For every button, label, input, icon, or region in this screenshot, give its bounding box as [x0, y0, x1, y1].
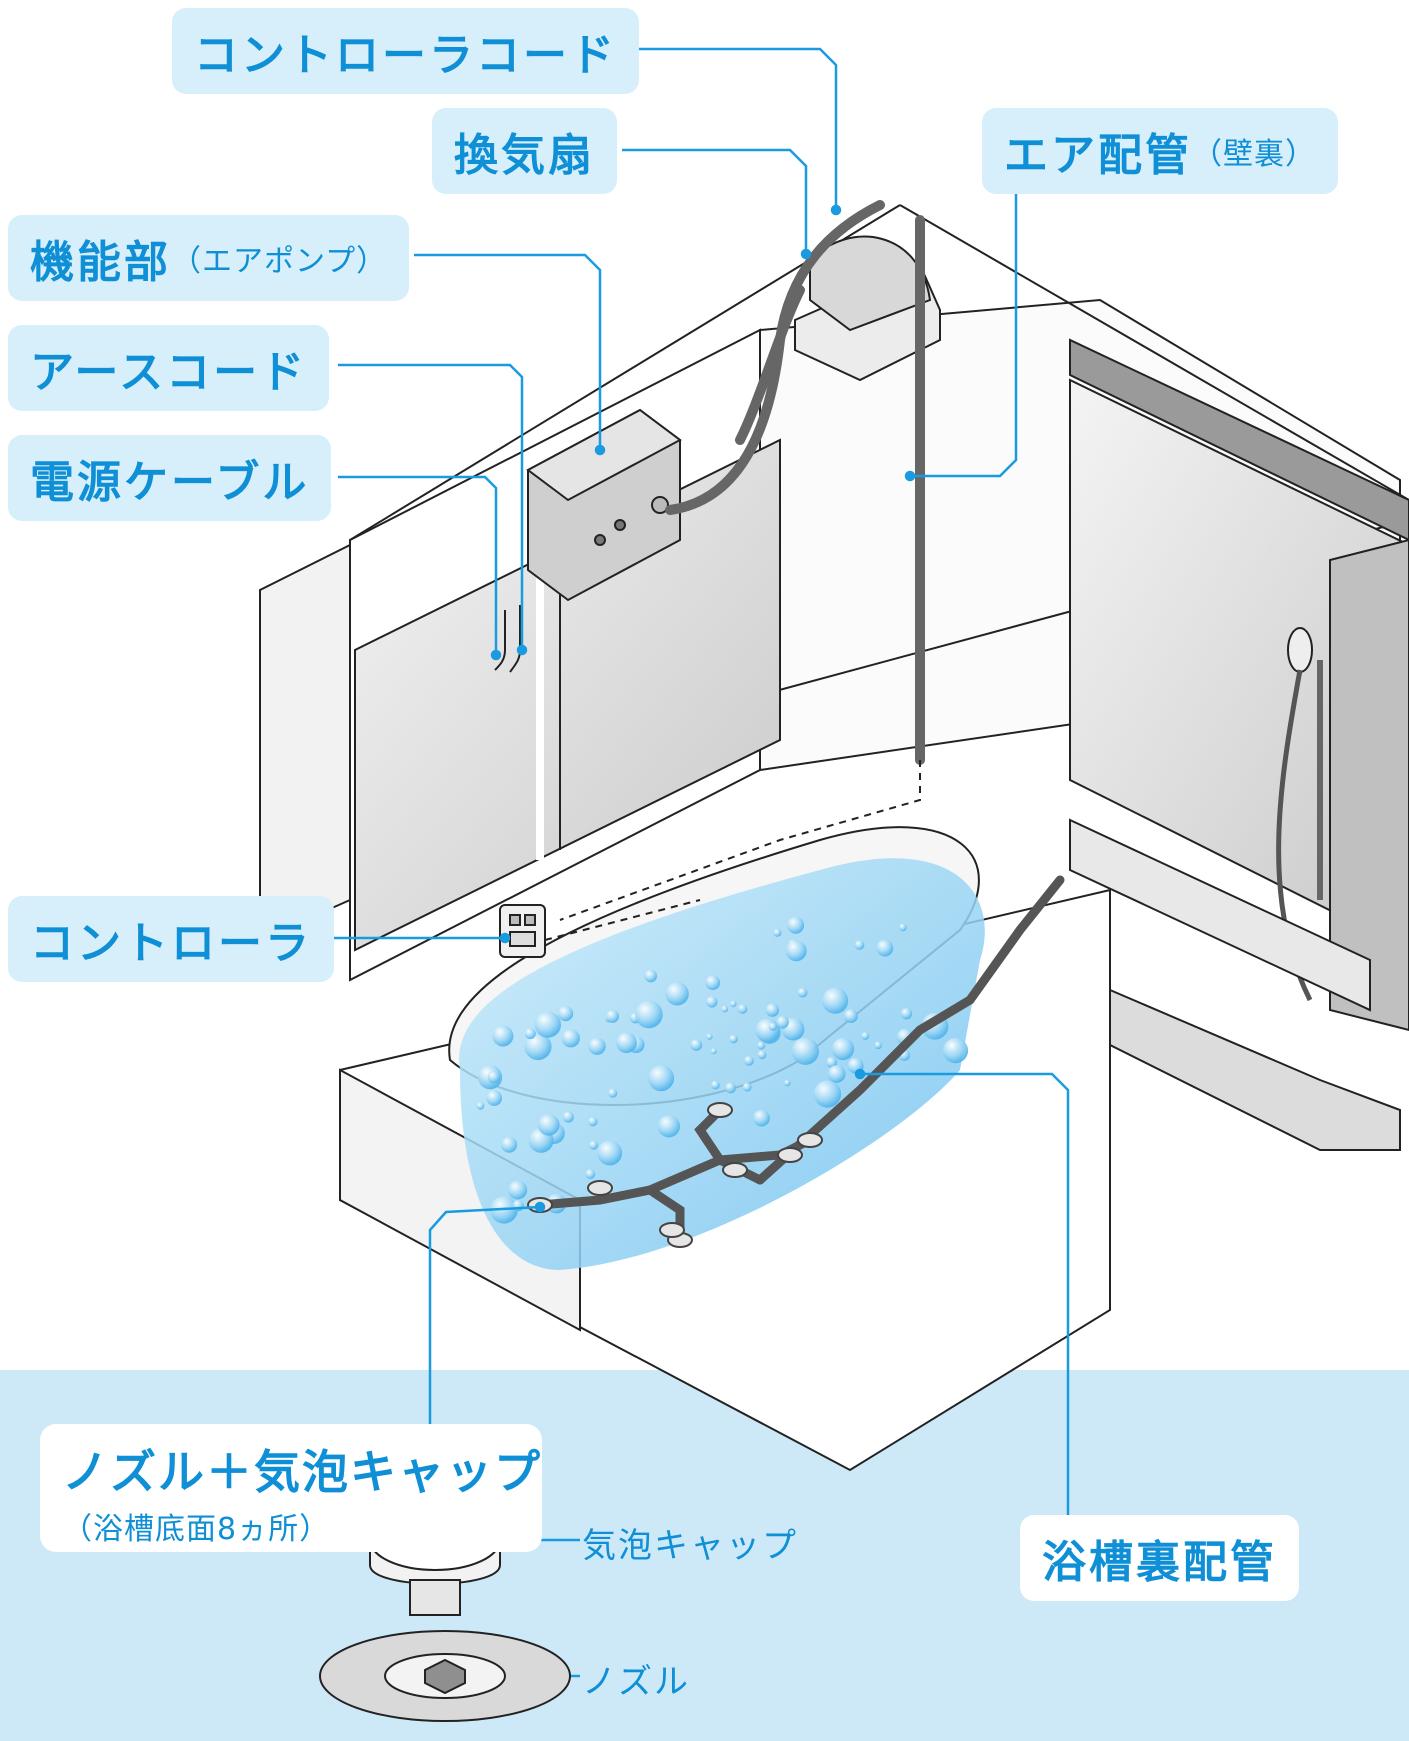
bubble: [588, 1117, 598, 1127]
bubble: [597, 1140, 623, 1166]
bubble: [742, 1082, 752, 1092]
bubble: [822, 987, 849, 1014]
bubble: [585, 1169, 596, 1179]
label-bubble-cap: 気泡キャップ: [582, 1526, 798, 1566]
bubble: [737, 1004, 748, 1014]
bubble: [476, 1102, 485, 1110]
bubble: [538, 1114, 560, 1136]
label-nozzle-bubble-cap: ノズル＋気泡キャップ （浴槽底面8ヵ所）: [40, 1424, 542, 1552]
mirror-panel: [1069, 338, 1409, 952]
bath-water: [459, 858, 985, 1270]
bubble: [648, 1065, 675, 1092]
bubble: [562, 1111, 574, 1123]
bubble: [768, 1022, 777, 1031]
bubble: [524, 1028, 536, 1040]
bubble: [757, 1041, 766, 1050]
bubble: [765, 1003, 780, 1017]
label-air-piping: エア配管（壁裏）: [982, 108, 1338, 194]
function-unit-pump: [526, 408, 682, 602]
bubble: [657, 1115, 681, 1138]
bubble: [876, 939, 894, 957]
bubble: [706, 1033, 713, 1040]
bubble: [773, 928, 782, 937]
bubble: [813, 1080, 842, 1108]
bubble: [706, 996, 718, 1008]
bubble: [486, 1090, 503, 1106]
bubble: [665, 982, 689, 1006]
bubble: [589, 1140, 599, 1150]
bubble: [899, 923, 907, 932]
nozzle-note: （浴槽底面8ヵ所）: [62, 1512, 331, 1547]
bubble: [487, 1071, 500, 1084]
label-controller: コントローラ: [8, 896, 334, 982]
bubble: [705, 975, 721, 991]
bubble: [787, 916, 805, 934]
bubble: [725, 1082, 736, 1094]
bubble: [755, 1018, 780, 1043]
bubble: [561, 1029, 580, 1048]
shower-unit: [1039, 538, 1409, 1151]
bubble: [730, 1000, 737, 1008]
label-earth-cord: アースコード: [8, 325, 330, 411]
bubble: [797, 987, 808, 998]
nozzle-markers: [527, 1102, 823, 1248]
bubble: [635, 1000, 663, 1029]
bubble: [874, 1041, 882, 1050]
bubble: [690, 1039, 703, 1051]
bubble: [492, 1025, 514, 1047]
bubble: [508, 1180, 528, 1200]
bubble: [753, 1109, 770, 1127]
bubble: [534, 1011, 562, 1038]
bubble: [606, 1009, 619, 1023]
bubble: [854, 940, 865, 950]
bubble: [784, 1079, 791, 1087]
nozzle-part: [319, 1630, 571, 1722]
label-power-cable: 電源ケーブル: [8, 435, 332, 521]
bubble: [791, 1037, 820, 1065]
bubble: [861, 1032, 870, 1040]
bubble: [558, 1006, 574, 1022]
bubble: [644, 969, 657, 983]
bubble: [588, 1037, 606, 1055]
bubble: [757, 1050, 767, 1060]
bubble: [729, 1034, 738, 1044]
controller-device: [499, 904, 546, 958]
bubble: [785, 940, 807, 962]
bubble: [608, 1088, 618, 1098]
bubble: [616, 1032, 637, 1054]
bubble: [524, 1033, 552, 1061]
label-nozzle: ノズル: [582, 1662, 690, 1702]
bubble: [744, 1055, 754, 1066]
bubble: [501, 1136, 518, 1153]
bubble: [721, 1005, 729, 1013]
bubble: [942, 1038, 969, 1064]
nozzle-title: ノズル＋気泡キャップ: [62, 1445, 542, 1499]
bubble: [776, 1016, 789, 1029]
label-tub-back-piping: 浴槽裏配管: [1020, 1515, 1299, 1601]
label-function-unit: 機能部（エアポンプ）: [8, 215, 410, 301]
bubble: [826, 1056, 838, 1068]
hoses: [665, 200, 925, 765]
label-controller-cord: コントローラコード: [172, 8, 639, 94]
bubble: [844, 1009, 858, 1023]
bubble: [710, 1048, 717, 1055]
bubble: [900, 1008, 913, 1020]
bubble: [831, 1037, 855, 1061]
label-ventilation-fan: 換気扇: [432, 108, 617, 194]
bubble: [827, 1065, 846, 1083]
bubble: [711, 1080, 720, 1090]
